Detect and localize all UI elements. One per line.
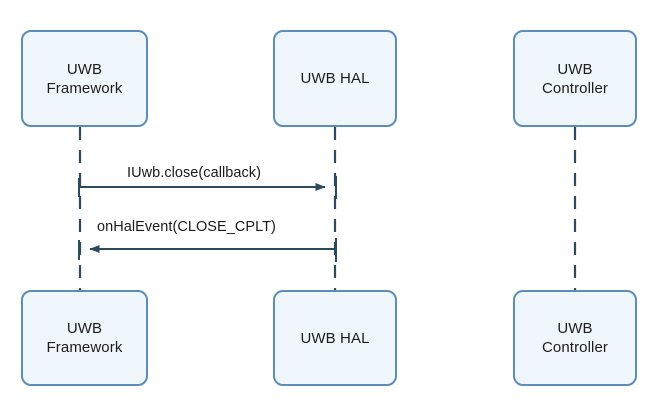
participant-head-uwb-framework[interactable]: UWB Framework: [21, 30, 148, 127]
participant-label-uwb-hal: UWB HAL: [300, 70, 370, 87]
participant-foot-uwb-framework[interactable]: UWB Framework: [21, 290, 148, 386]
message-label-onhalevent-close-cplt: onHalEvent(CLOSE_CPLT): [97, 219, 276, 235]
participant-label-uwb-controller: UWB Controller: [541, 60, 609, 97]
participant-foot-label-uwb-framework: UWB Framework: [46, 320, 123, 356]
participant-foot-label-uwb-controller: UWB Controller: [541, 320, 609, 356]
participant-head-uwb-hal[interactable]: UWB HAL: [273, 30, 397, 127]
participant-head-uwb-controller[interactable]: UWB Controller: [513, 30, 637, 127]
participant-foot-uwb-hal[interactable]: UWB HAL: [273, 290, 397, 386]
message-arrow-iuwb-close: [78, 176, 337, 199]
participant-foot-uwb-controller[interactable]: UWB Controller: [513, 290, 637, 386]
participant-foot-label-uwb-hal: UWB HAL: [300, 329, 370, 347]
message-label-iuwb-close: IUwb.close(callback): [127, 165, 261, 181]
participant-label-uwb-framework: UWB Framework: [46, 60, 123, 97]
message-arrow-onhalevent-close-cplt: [78, 238, 337, 262]
